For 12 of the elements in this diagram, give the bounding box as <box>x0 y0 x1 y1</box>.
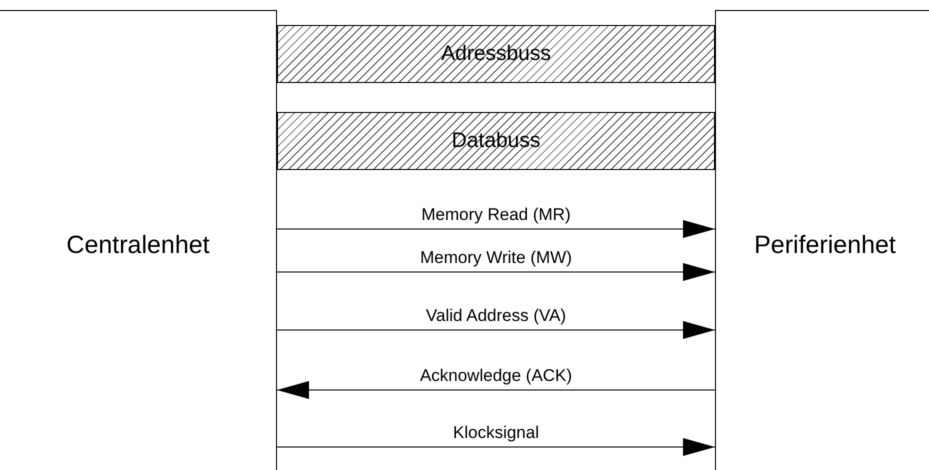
unit-box <box>715 10 929 470</box>
unit-box <box>0 10 277 470</box>
bus-band <box>277 112 715 170</box>
arrow <box>276 321 716 339</box>
unit-label: Centralenhet <box>66 230 210 260</box>
arrow <box>276 263 716 281</box>
arrow <box>276 220 716 238</box>
edge-label: Klocksignal <box>451 423 541 442</box>
unit-label: Periferienhet <box>754 230 896 260</box>
arrow <box>276 381 716 399</box>
bus-band <box>277 25 715 83</box>
arrow <box>276 438 716 456</box>
